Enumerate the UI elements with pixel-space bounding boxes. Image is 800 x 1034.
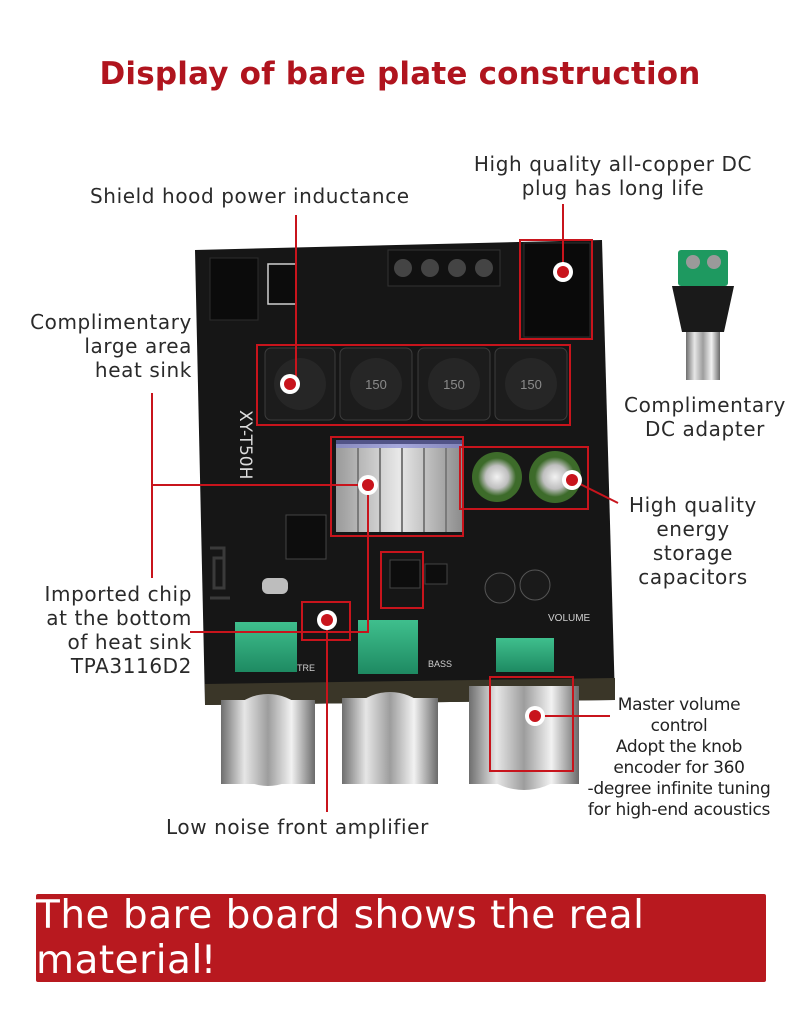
- inductor-marking: 150: [520, 377, 542, 392]
- knobs: [221, 686, 579, 790]
- dc-jack: [523, 242, 591, 338]
- callout-dots: [280, 262, 582, 726]
- inductor-highlight: [256, 344, 571, 426]
- dc-plug-label: High quality all-copper DC plug has long…: [473, 152, 753, 200]
- heat-sink-highlight: [330, 436, 464, 537]
- dc-plug-highlight: [519, 239, 593, 340]
- silk-bass: BASS: [428, 659, 452, 669]
- bottom-banner: The bare board shows the real materialǃ: [36, 893, 766, 983]
- front-amplifier-label: Low noise front amplifier: [166, 815, 429, 839]
- inductor-marking: 150: [443, 377, 465, 392]
- dc-adapter-illustration: [672, 250, 734, 380]
- dc-adapter-label: Complimentary DC adapter: [624, 393, 786, 441]
- chip-label: Imported chip at the bottom of heat sink…: [44, 582, 192, 678]
- callout-lines: [151, 204, 619, 812]
- capacitors-label: High quality energy storage capacitors: [629, 493, 757, 589]
- dsp-chip: [285, 514, 327, 560]
- heat-sink-label: Complimentary large area heat sink: [30, 310, 192, 382]
- silk-volume: VOLUME: [548, 613, 591, 624]
- volume-highlight: [489, 676, 574, 772]
- op-amp-chip: [389, 559, 421, 589]
- heat-sink: [336, 440, 462, 532]
- audio-jack: [209, 257, 297, 321]
- capacitor-highlight: [459, 446, 589, 510]
- big-capacitors: [472, 451, 581, 503]
- silk-tre: TRE: [297, 663, 315, 673]
- antenna-trace: [210, 546, 230, 600]
- inductor-marking: 150: [365, 377, 387, 392]
- page-title: Display of bare plate construction: [99, 56, 701, 92]
- master-volume-label: Master volume control Adopt the knob enc…: [587, 695, 771, 820]
- chip-highlight: [380, 551, 424, 609]
- shield-inductance-label: Shield hood power inductance: [90, 184, 410, 208]
- crystal: [262, 578, 288, 594]
- board-model-text: XY-T50H: [235, 410, 255, 479]
- terminal-block: [387, 249, 501, 287]
- banner-text: The bare board shows the real materialǃ: [36, 893, 645, 983]
- small-capacitors: [484, 569, 551, 604]
